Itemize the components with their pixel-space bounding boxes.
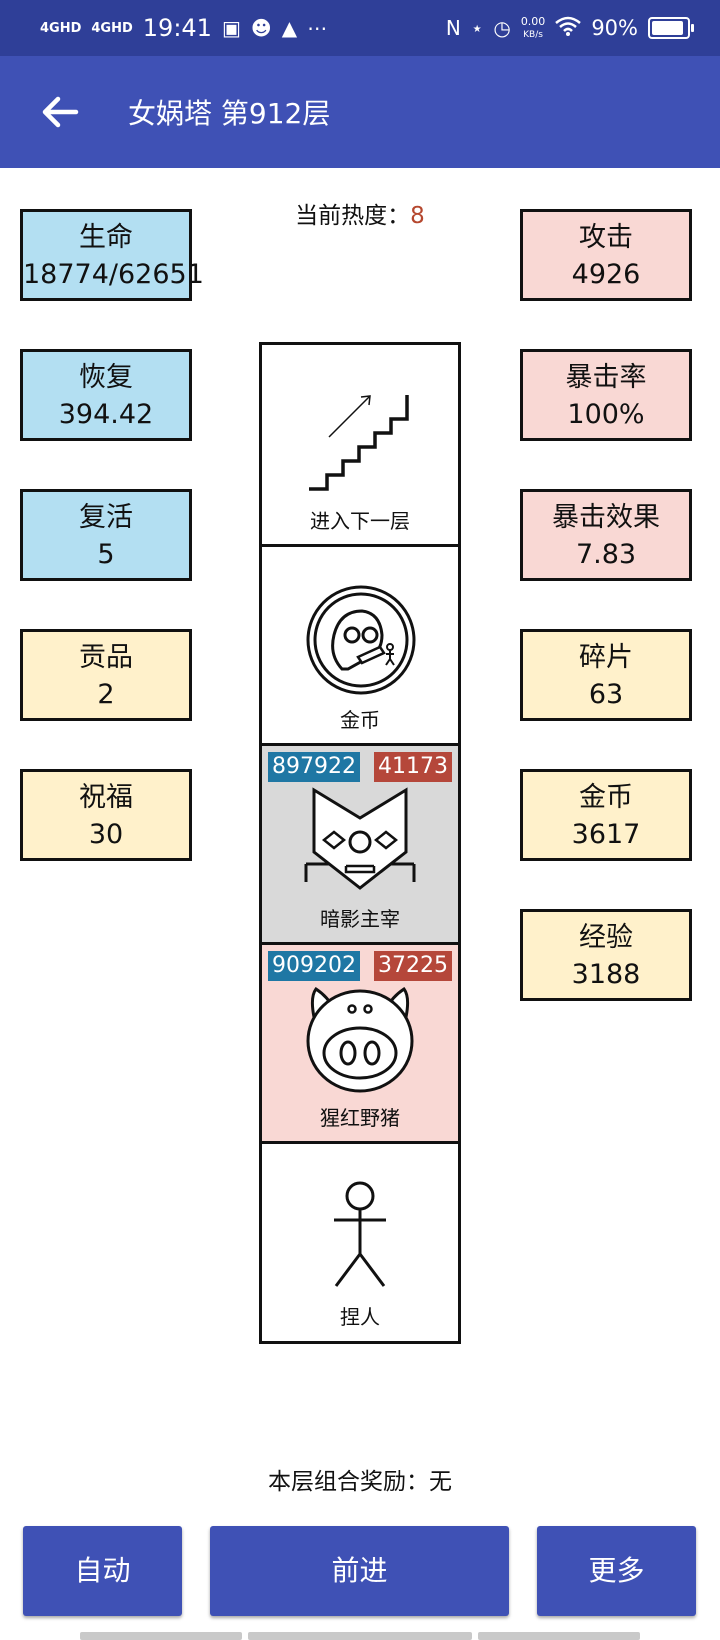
enemy-hp-badge: 909202 bbox=[268, 951, 360, 981]
stat-label: 碎片 bbox=[579, 642, 633, 673]
stat-label: 金币 bbox=[579, 782, 633, 813]
tower-cell-label: 金币 bbox=[340, 708, 380, 732]
net-speed: 0.00 KB/s bbox=[520, 14, 546, 41]
gold-coin-icon bbox=[306, 585, 416, 695]
stat-fragments: 碎片 63 bbox=[520, 629, 692, 721]
soul-app-icon: ▣ bbox=[221, 16, 241, 40]
tower-cell-player[interactable]: 捏人 bbox=[262, 1141, 458, 1340]
wechat-icon: ☻ bbox=[250, 16, 272, 40]
stairs-icon bbox=[309, 395, 409, 491]
tower-cell-gold[interactable]: 金币 bbox=[262, 544, 458, 743]
status-bar: 4GHD 4GHD 19:41 ▣ ☻ ▲ ⋯ N ⋆ ◷ 0.00 KB/s … bbox=[0, 0, 720, 56]
stat-value: 5 bbox=[97, 539, 115, 570]
nfc-icon: N bbox=[445, 16, 461, 40]
heat-label: 当前热度： bbox=[295, 203, 411, 229]
app-bar: 女娲塔 第912层 bbox=[0, 56, 720, 168]
signal-indicator-2: 4GHD bbox=[91, 20, 133, 36]
stat-label: 暴击率 bbox=[565, 362, 647, 393]
boar-icon bbox=[306, 986, 414, 1093]
stat-label: 暴击效果 bbox=[552, 502, 660, 533]
stat-value: 100% bbox=[567, 399, 645, 430]
stat-value: 2 bbox=[97, 679, 115, 710]
net-speed-value: 0.00 bbox=[520, 14, 546, 28]
stat-label: 生命 bbox=[79, 222, 133, 253]
stat-label: 复活 bbox=[79, 502, 133, 533]
battery-percent: 90% bbox=[591, 16, 638, 40]
stat-value: 63 bbox=[588, 679, 624, 710]
enemy-hp-badge: 897922 bbox=[268, 752, 360, 782]
bluetooth-icon: ⋆ bbox=[470, 16, 484, 40]
tower-cell-label: 猩红野猪 bbox=[320, 1106, 400, 1130]
wifi-icon bbox=[555, 16, 582, 41]
stat-value: 3188 bbox=[571, 959, 641, 990]
stat-tribute: 贡品 2 bbox=[20, 629, 192, 721]
gesture-bar bbox=[248, 1632, 472, 1640]
stick-figure-icon bbox=[334, 1181, 386, 1287]
stat-label: 祝福 bbox=[79, 782, 133, 813]
heat-value: 8 bbox=[410, 203, 425, 229]
stat-value: 3617 bbox=[571, 819, 641, 850]
combo-reward-label: 本层组合奖励： bbox=[268, 1469, 429, 1495]
tower-column: 进入下一层 金币 897922 41173 暗影主宰 bbox=[259, 342, 461, 1344]
gesture-bar bbox=[80, 1632, 242, 1640]
stat-value: 30 bbox=[88, 819, 124, 850]
stat-label: 恢复 bbox=[79, 362, 133, 393]
signal-indicator-1: 4GHD bbox=[40, 20, 82, 36]
stat-value: 4926 bbox=[571, 259, 641, 290]
status-time: 19:41 bbox=[142, 14, 212, 42]
stat-value: 7.83 bbox=[575, 539, 637, 570]
stat-label: 攻击 bbox=[579, 222, 633, 253]
stat-blessing: 祝福 30 bbox=[20, 769, 192, 861]
auto-button[interactable]: 自动 bbox=[23, 1526, 182, 1616]
shadow-lord-mask-icon bbox=[304, 787, 416, 890]
page-title: 女娲塔 第912层 bbox=[128, 97, 331, 130]
stat-life: 生命 18774/62651 bbox=[20, 209, 204, 301]
tower-cell-label: 捏人 bbox=[340, 1305, 380, 1329]
stat-attack: 攻击 4926 bbox=[520, 209, 692, 301]
qq-icon: ▲ bbox=[281, 16, 298, 40]
enemy-attack-badge: 41173 bbox=[374, 752, 452, 782]
forward-button[interactable]: 前进 bbox=[210, 1526, 509, 1616]
combo-reward: 本层组合奖励：无 bbox=[0, 1462, 720, 1496]
tower-cell-next-floor[interactable]: 进入下一层 bbox=[262, 345, 458, 544]
more-button[interactable]: 更多 bbox=[537, 1526, 696, 1616]
arrow-left-icon[interactable] bbox=[40, 94, 80, 130]
gesture-bar bbox=[478, 1632, 640, 1640]
stat-recovery: 恢复 394.42 bbox=[20, 349, 192, 441]
stat-experience: 经验 3188 bbox=[520, 909, 692, 1001]
stat-value: 394.42 bbox=[58, 399, 154, 430]
stat-crit-effect: 暴击效果 7.83 bbox=[520, 489, 692, 581]
enemy-attack-badge: 37225 bbox=[374, 951, 452, 981]
more-dots-icon: ⋯ bbox=[307, 16, 328, 40]
alarm-icon: ◷ bbox=[493, 16, 511, 40]
net-speed-unit: KB/s bbox=[523, 29, 543, 40]
tower-cell-label: 暗影主宰 bbox=[320, 907, 400, 931]
heat-indicator: 当前热度：8 bbox=[0, 196, 720, 230]
tower-cell-label: 进入下一层 bbox=[310, 509, 410, 533]
combo-reward-value: 无 bbox=[429, 1469, 452, 1495]
tower-cell-crimson-boar[interactable]: 909202 37225 猩红野猪 bbox=[262, 942, 458, 1141]
stat-crit-rate: 暴击率 100% bbox=[520, 349, 692, 441]
stat-value: 18774/62651 bbox=[23, 259, 204, 290]
stat-label: 经验 bbox=[579, 922, 633, 953]
stat-revive: 复活 5 bbox=[20, 489, 192, 581]
battery-icon bbox=[648, 17, 694, 39]
stat-label: 贡品 bbox=[79, 642, 133, 673]
stat-gold: 金币 3617 bbox=[520, 769, 692, 861]
tower-cell-shadow-lord[interactable]: 897922 41173 暗影主宰 bbox=[262, 743, 458, 942]
